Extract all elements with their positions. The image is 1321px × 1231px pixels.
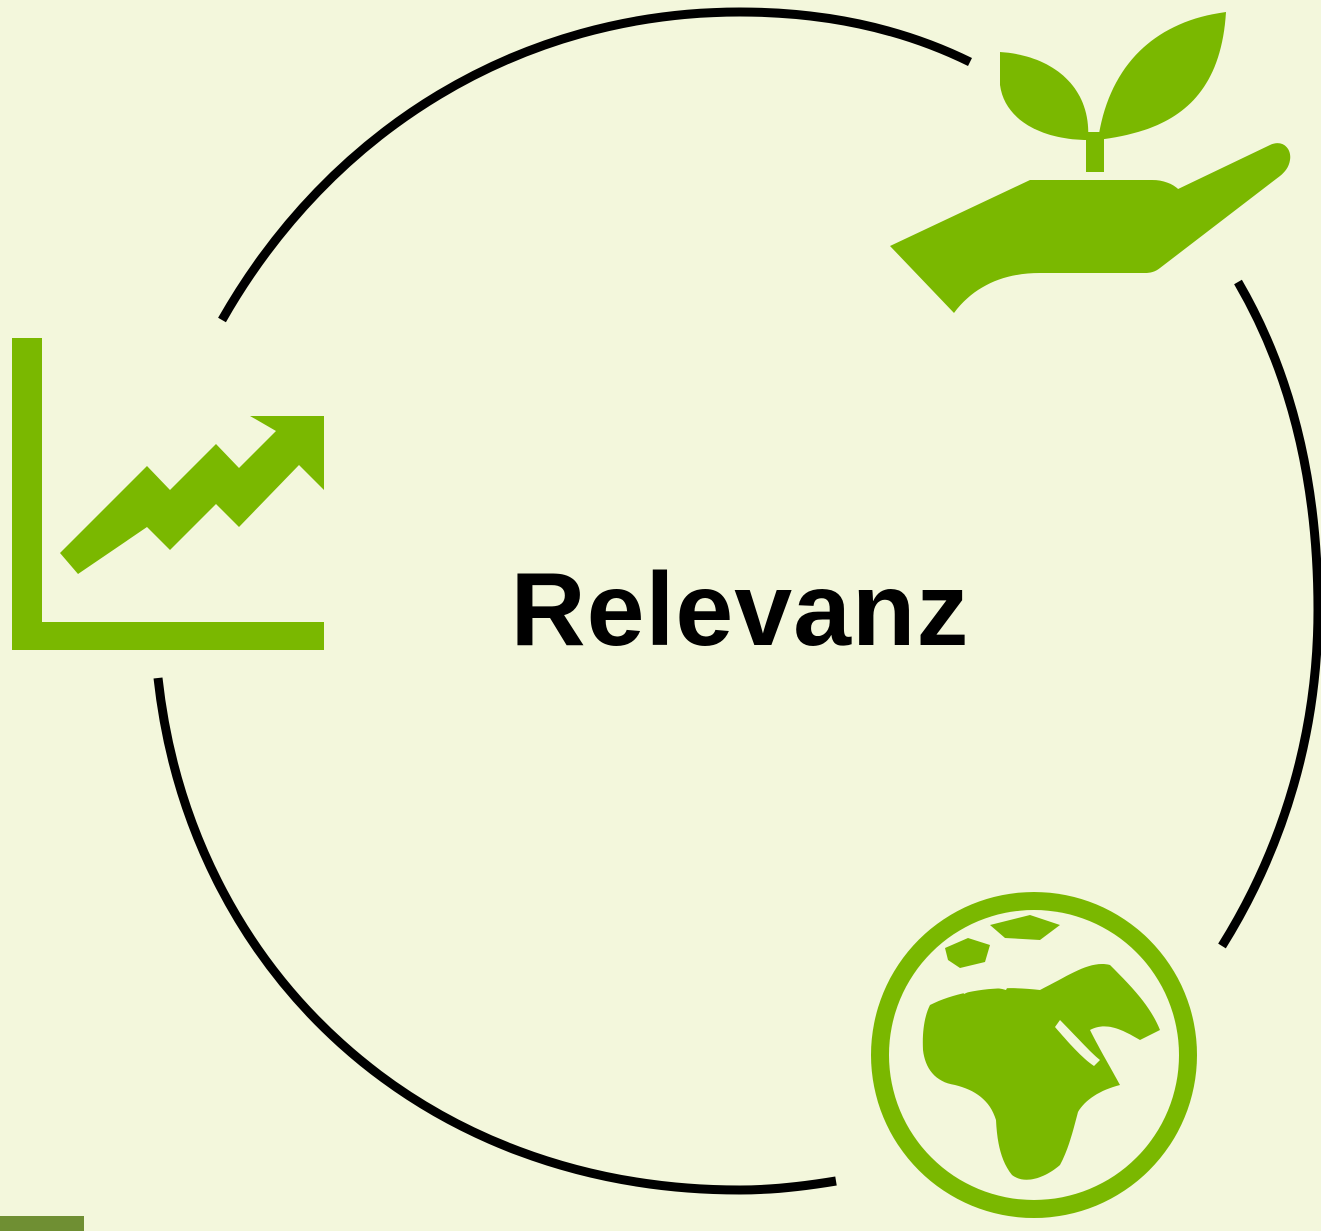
corner-tab (0, 1216, 84, 1231)
ring-segment-right (1218, 279, 1321, 949)
globe-icon (871, 892, 1197, 1218)
center-label: Relevanz (510, 551, 970, 668)
plant-in-hand-icon (890, 12, 1291, 313)
ring-segment-top (218, 7, 972, 323)
ring-segment-bottom-left (153, 677, 837, 1195)
growth-chart-icon (12, 338, 324, 650)
cycle-ring (153, 7, 1321, 1195)
